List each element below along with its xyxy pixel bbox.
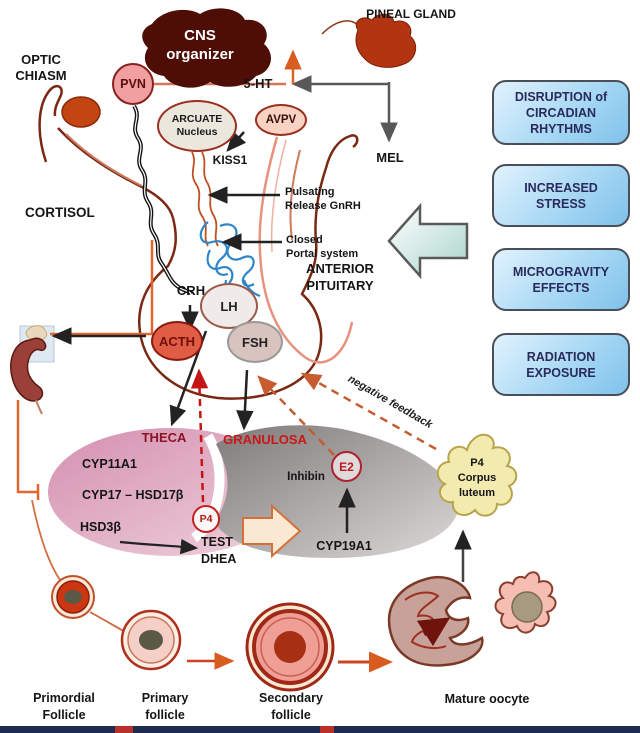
released-oocyte-shape: [494, 571, 557, 634]
corpus-luteum-shape: [436, 433, 518, 517]
bottom-edge-red-mark: [115, 726, 133, 733]
optic-chiasm-shape: [61, 96, 101, 128]
pvn-axon-wavy: [132, 104, 193, 296]
stressor-box-microgravity: MICROGRAVITY EFFECTS: [492, 248, 630, 311]
label-mature-oocyte: Mature oocyte: [444, 692, 530, 706]
label-optic-chiasm: OPTIC CHIASM: [15, 52, 67, 83]
label-cyp11a1: CYP11A1: [82, 457, 137, 471]
secondary-follicle: [245, 602, 335, 692]
label-dhea: DHEA: [201, 552, 237, 566]
label-test: TEST: [201, 535, 233, 549]
label-cyp19a1: CYP19A1: [316, 539, 372, 553]
ovary-arc-line: [31, 499, 61, 581]
pineal-gland-shape: [321, 13, 417, 68]
label-cns-organizer: CNS organizer: [166, 27, 234, 63]
label-secondary-follicle: Secondary follicle: [259, 691, 323, 722]
hypothalamus-outline: [38, 84, 359, 400]
kidney-adrenal-icon: [10, 325, 55, 415]
stressor-box-radiation: RADIATION EXPOSURE: [492, 333, 630, 396]
node-acth: ACTH: [151, 321, 203, 361]
node-avpv: AVPV: [255, 104, 307, 136]
label-crh: CRH: [176, 283, 206, 298]
label-cortisol: CORTISOL: [25, 205, 95, 220]
theca-to-granulosa-arrow: [242, 503, 302, 559]
p4-to-acth-dashed: [190, 368, 209, 503]
label-melatonin: MEL: [376, 150, 404, 165]
label-hsd3b: HSD3β: [80, 520, 121, 534]
stressors-big-arrow: [387, 202, 469, 280]
label-kiss1: KISS1: [212, 153, 248, 167]
label-granulosa: GRANULOSA: [223, 432, 307, 447]
stressor-box-circadian: DISRUPTION of CIRCADIAN RHYTHMS: [492, 80, 630, 145]
stressor-box-stress: INCREASED STRESS: [492, 164, 630, 227]
label-pineal-gland: PINEAL GLAND: [366, 7, 456, 21]
label-inhibin: Inhibin: [287, 471, 325, 483]
label-primary-follicle: Primary follicle: [141, 691, 189, 722]
bottom-edge-red-mark: [320, 726, 334, 733]
primary-follicle: [120, 609, 182, 671]
label-theca: THECA: [141, 430, 187, 445]
node-pvn: PVN: [112, 63, 154, 105]
mature-oocyte-shape: [387, 575, 484, 667]
label-serotonin: 5-HT: [243, 76, 273, 91]
node-fsh: FSH: [227, 321, 283, 363]
label-closed-portal: Closed Portal system: [286, 234, 359, 260]
label-primordial-follicle: Primordial Follicle: [33, 691, 95, 722]
corpus-feedback-dashed: [300, 372, 437, 451]
e2-feedback-dashed: [257, 375, 335, 456]
label-cyp17-hsd17b: CYP17 – HSD17β: [82, 488, 184, 502]
primordial-primary-line: [89, 611, 128, 634]
node-p4: P4: [192, 505, 220, 533]
melatonin-lines: [291, 75, 398, 143]
node-e2: E2: [331, 451, 362, 482]
label-corpus-luteum: P4 Corpus luteum: [457, 457, 497, 499]
node-arcuate-nucleus: ARCUATE Nucleus: [157, 100, 237, 152]
label-pulsating-gnrh: Pulsating Release GnRH: [285, 186, 361, 212]
label-anterior-pituitary: ANTERIOR PITUITARY: [306, 261, 374, 293]
cns-organizer-shape: [142, 8, 271, 88]
primordial-follicle: [51, 575, 95, 619]
